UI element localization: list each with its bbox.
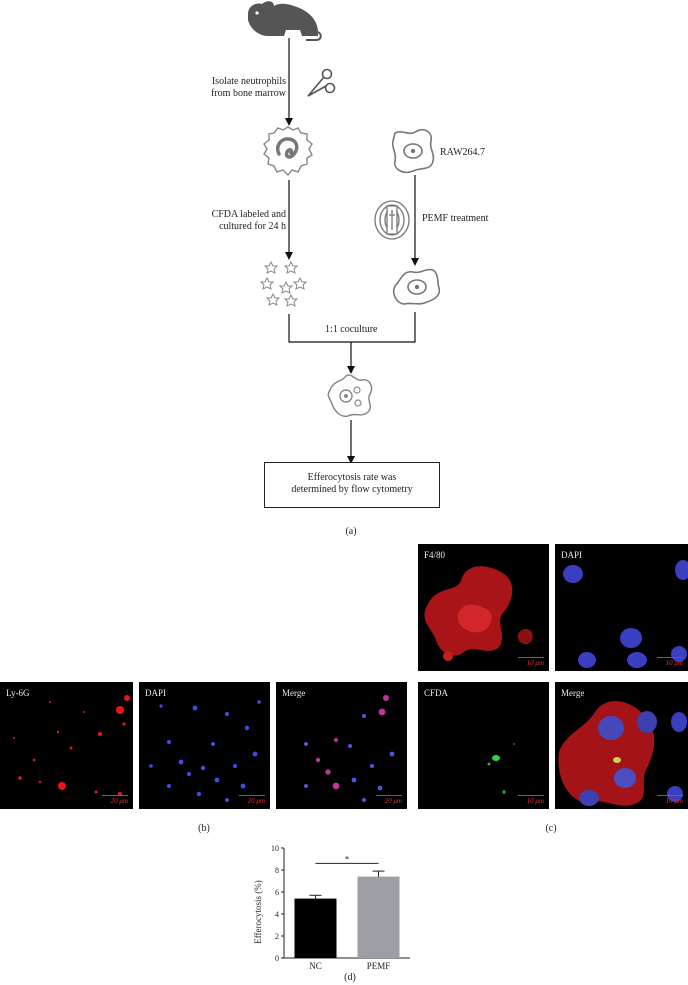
micro-c-cfda: CFDA 10 μm [418,682,549,809]
pemf-label: PEMF treatment [422,213,489,224]
coculture-label: 1:1 coculture [325,324,378,335]
chart-x-tick-label: NC [309,961,322,971]
panel-d-label: (d) [344,972,356,983]
chart-x-tick-label: PEMF [367,961,391,971]
micro-c-f480: F4/80 10 μm [418,544,549,671]
micro-c-f480-scale: 10 μm [518,657,544,667]
pemf-coil-icon [374,200,410,240]
merge-c-signal [558,700,687,806]
cfda-label: CFDA labeled and cultured for 24 h [186,209,286,233]
isolate-label-line1: Isolate neutrophils [211,76,286,87]
flow-connectors [285,38,419,464]
chart-y-tick-label: 6 [275,888,279,897]
micro-b-merge-label: Merge [282,688,306,698]
micro-c-merge-scale: 10 μm [657,795,683,805]
micro-b-merge-scale: 20 μm [376,795,402,805]
micro-c-dapi-label: DAPI [561,550,583,560]
chart-y-tick-label: 10 [271,844,279,853]
cfda-label-line1: CFDA labeled and [211,209,286,220]
result-box-line1: Efferocytosis rate was [307,472,397,483]
micro-c-dapi: DAPI 10 μm [555,544,688,671]
micro-c-merge-label: Merge [561,688,585,698]
chart-significance-star: * [345,854,350,864]
micro-c-cfda-label: CFDA [424,688,449,698]
macrophage-icon [391,128,435,174]
panel-a-label: (a) [345,526,357,537]
chart-bar-nc [294,898,337,958]
micro-b-ly6g-label: Ly-6G [6,688,30,698]
micro-b-dapi-label: DAPI [145,688,167,698]
treated-macrophage-icon [392,268,441,305]
mouse-icon [248,1,322,41]
result-box: Efferocytosis rate was determined by flo… [264,462,440,508]
coculture-icon [327,374,373,418]
chart-y-tick-label: 4 [275,910,279,919]
merge-signal [304,695,395,802]
result-box-line2: determined by flow cytometry [291,484,413,495]
micro-c-dapi-scale: 10 μm [657,657,683,667]
chart-y-tick-label: 2 [275,932,279,941]
isolate-label: Isolate neutrophils from bone marrow [190,76,286,100]
neutrophil-icon [263,126,313,177]
micro-b-ly6g-scale: 20 μm [102,795,128,805]
isolate-label-line2: from bone marrow [211,88,286,99]
micro-c-cfda-scale: 10 μm [518,795,544,805]
chart-y-tick-label: 0 [275,954,279,963]
raw-label: RAW264.7 [440,147,486,158]
micro-c-f480-label: F4/80 [424,550,446,560]
micro-c-merge: Merge 10 μm [555,682,688,809]
dapi-c-signal [563,560,688,668]
chart-bar-pemf [357,876,400,958]
chart-ylabel: Efferocytosis (%) [253,880,263,944]
panel-b-label: (b) [198,823,210,834]
ly6g-signal [13,695,130,796]
micro-b-dapi: DAPI 20 μm [139,682,270,809]
panel-c-label: (c) [545,823,557,834]
micro-b-merge: Merge 20 μm [276,682,407,809]
chart-y-tick-label: 8 [275,866,279,875]
efferocytosis-bar-chart: 0 2 4 6 8 10 NC PEMF * Efferocytosis (%) [253,844,410,971]
apoptotic-neutrophils-icon [259,260,308,307]
micro-b-ly6g: Ly-6G 20 μm [0,682,133,809]
f480-signal [424,566,533,661]
dapi-signal [149,700,261,802]
micro-b-dapi-scale: 20 μm [239,795,265,805]
cfda-signal [487,743,515,794]
scissors-icon [307,68,336,97]
cfda-label-line2: cultured for 24 h [219,221,286,232]
